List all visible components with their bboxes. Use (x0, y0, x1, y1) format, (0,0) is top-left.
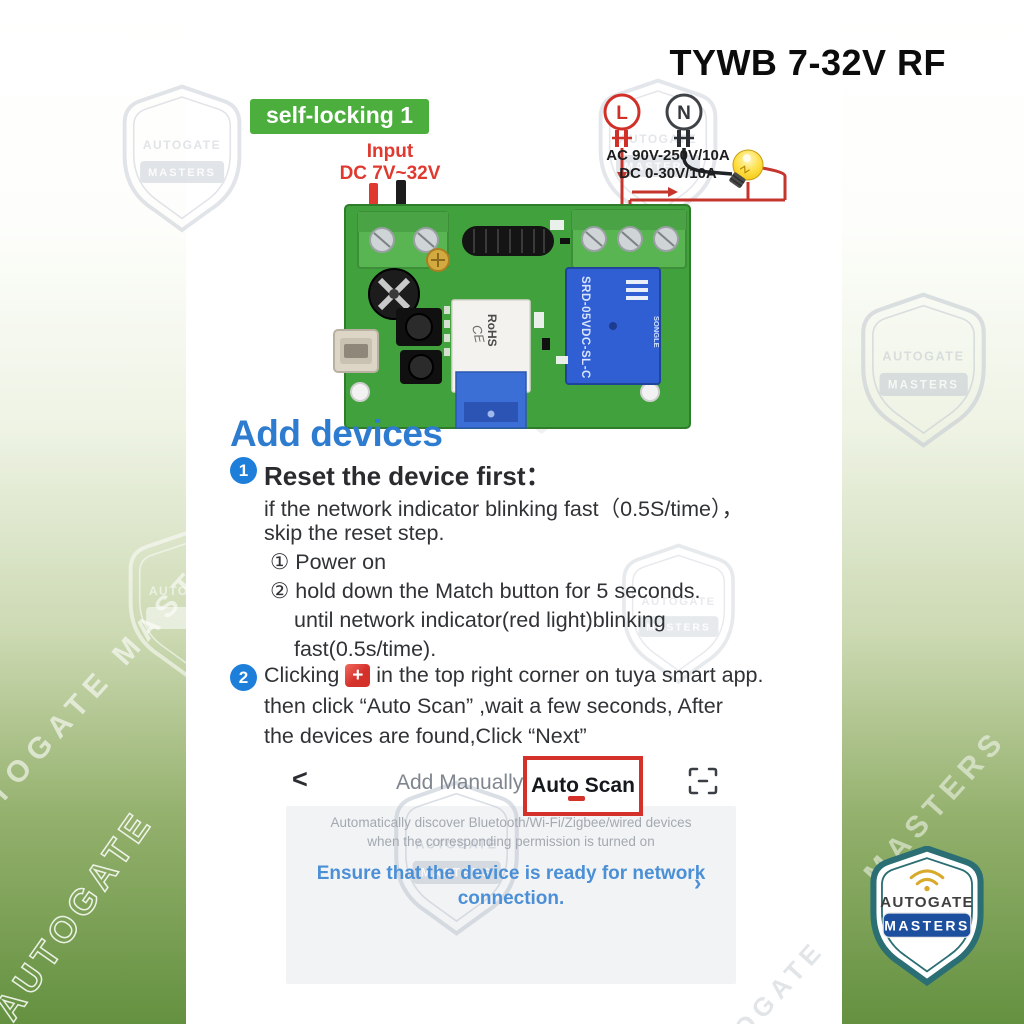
rating-line1: AC 90V-250V/10A (606, 147, 730, 164)
svg-text:N: N (677, 103, 691, 124)
input-label-line2: DC 7V~32V (339, 162, 441, 184)
svg-text:SONGLE: SONGLE (652, 316, 661, 348)
step-1-number: 1 (238, 460, 249, 480)
tab-auto-scan[interactable]: Auto Scan (531, 774, 635, 797)
back-chevron-icon[interactable]: < (292, 764, 308, 794)
logo-brand-box (882, 912, 972, 938)
plus-icon: + (345, 664, 371, 687)
scan-qr-icon[interactable] (688, 767, 718, 795)
ensure-link-text[interactable]: connection. (457, 888, 565, 909)
step-1-line: fast(0.5s/time). (294, 637, 437, 661)
watermark-brand-text: AUTOGATE (882, 348, 965, 364)
pcb-board: RoHS CE SRD-05VDC-SL-C SONGLE (333, 204, 691, 429)
step-2-line: the devices are found,Click “Next” (264, 724, 587, 748)
step-1-badge: 1 (230, 457, 257, 484)
tab-add-manually[interactable]: Add Manually (396, 771, 524, 794)
step-2-line: then click “Auto Scan” ,wait a few secon… (264, 694, 723, 718)
step-1-line: ① Power on (270, 550, 387, 574)
second-button (400, 350, 442, 384)
wifi-icon (909, 869, 945, 886)
step-2-badge: 2 (230, 664, 257, 691)
smd-components (444, 220, 570, 364)
terminal-l-icon: L (603, 93, 641, 147)
mount-hole (350, 382, 370, 402)
svg-text:L: L (616, 103, 628, 124)
svg-text:CE: CE (469, 324, 487, 345)
diagonal-watermark: AUTOGATE (0, 801, 162, 1024)
capacitor (368, 268, 420, 320)
tab-active-indicator (568, 796, 585, 801)
mount-hole (640, 382, 660, 402)
step-1-line: if the network indicator blinking fast（0… (264, 497, 744, 521)
logo-brand-bottom: MASTERS (884, 918, 969, 934)
ensure-link-text[interactable]: Ensure that the device is ready for netw… (316, 863, 706, 884)
step-1-line: skip the reset step. (264, 521, 445, 545)
svg-text:RoHS: RoHS (485, 314, 499, 347)
terminal-n-icon: N (665, 93, 703, 147)
output-rating-label: AC 90V-250V/10A DC 0-30V/10A (604, 147, 732, 183)
input-terminal-block (357, 211, 449, 269)
product-title: TYWB 7-32V RF (669, 42, 946, 83)
step-1-line: ② hold down the Match button for 5 secon… (270, 579, 701, 603)
wiring-diagram: L N (333, 93, 787, 429)
output-terminal-block (571, 209, 687, 269)
step-2-line: Clicking + in the top right corner on tu… (264, 663, 764, 688)
step-1-title: Reset the device first： (264, 461, 552, 491)
app-description: when the corresponding permission is tur… (367, 834, 655, 849)
input-label-line1: Input (366, 141, 414, 162)
chevron-right-icon[interactable]: › (694, 870, 702, 895)
watermark-brand-text: MASTERS (887, 378, 960, 392)
rating-line2: DC 0-30V/10A (619, 165, 717, 182)
app-description: Automatically discover Bluetooth/Wi-Fi/Z… (330, 815, 692, 830)
micro-usb-port (333, 329, 379, 373)
step-2-number: 2 (238, 667, 249, 687)
shield-watermark: AUTOGATE MASTERS (850, 292, 997, 450)
logo-brand-top: AUTOGATE (880, 894, 974, 911)
svg-text:SRD-05VDC-SL-C: SRD-05VDC-SL-C (579, 276, 591, 379)
section-heading: Add devices (230, 413, 443, 454)
step-1-line: until network indicator(red light)blinki… (294, 608, 666, 632)
input-voltage-label: Input DC 7V~32V (325, 141, 455, 185)
brand-logo: AUTOGATE MASTERS (870, 846, 984, 986)
wifi-module: RoHS CE (451, 299, 531, 429)
mode-badge: self-locking 1 (250, 99, 429, 134)
arrow-right-icon (668, 187, 678, 197)
relay: SRD-05VDC-SL-C SONGLE (565, 267, 661, 385)
step-2-text-pre: Clicking (264, 663, 340, 687)
light-bulb-icon (729, 149, 764, 188)
auto-scan-highlight-box: Auto Scan (523, 756, 643, 816)
inductor (462, 226, 554, 256)
match-button (396, 308, 442, 346)
step-2-text-post: in the top right corner on tuya smart ap… (376, 663, 764, 687)
trimmer-slot (431, 253, 445, 267)
